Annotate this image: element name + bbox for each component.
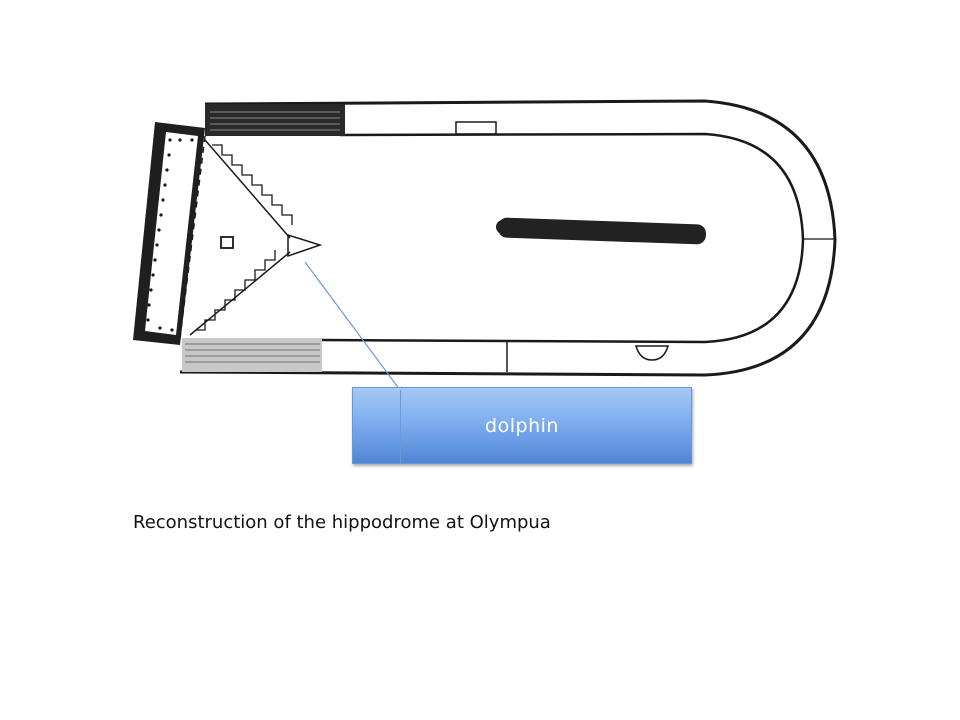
starting-gate-triangle — [189, 139, 291, 336]
central-barrier-end — [496, 220, 510, 234]
dolphin-tip — [287, 233, 323, 258]
callout-leader-line — [304, 261, 401, 391]
central-barrier — [498, 217, 706, 245]
dolphin-callout-box: dolphin — [352, 387, 692, 464]
callout-divider-line — [400, 390, 401, 464]
track-inner-outline — [319, 132, 805, 344]
dolphin-label: dolphin — [485, 414, 559, 437]
bottom-embankment — [182, 338, 322, 372]
starting-gate-stalls-upper — [212, 144, 293, 225]
bottom-embankment-hatching — [185, 343, 320, 363]
starting-gate-stalls-lower — [195, 250, 276, 331]
colonnade-dots — [146, 138, 194, 332]
left-colonnade-inner — [145, 132, 198, 335]
diagram-caption: Reconstruction of the hippodrome at Olym… — [133, 512, 551, 533]
altar-square — [220, 236, 234, 249]
starting-area-boundary — [179, 135, 206, 339]
track-outer-outline — [179, 99, 837, 377]
top-embankment-hatching — [210, 111, 340, 131]
bottom-semicircle-structure — [635, 345, 669, 361]
top-embankment — [205, 104, 345, 136]
top-structure — [455, 121, 497, 135]
